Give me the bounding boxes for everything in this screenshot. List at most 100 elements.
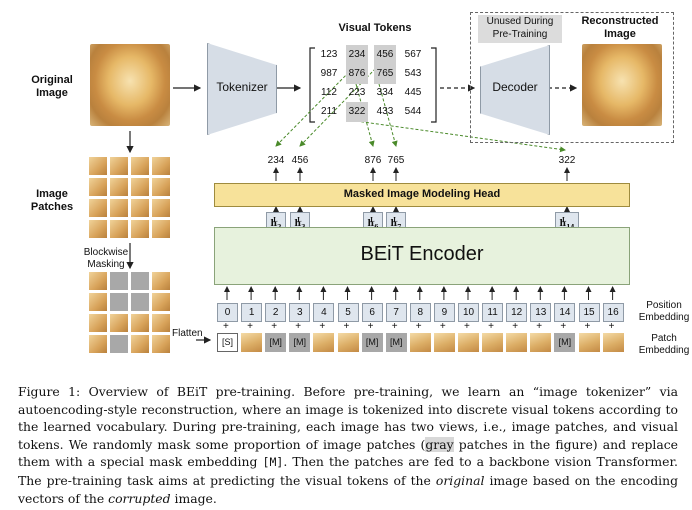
position-embedding: 1 [241, 303, 263, 322]
image-patch [110, 220, 128, 238]
encoder-label: BEiT Encoder [360, 243, 484, 265]
plus-sign: + [391, 321, 398, 332]
caption-part-2: patches in the figure) and replace them … [18, 436, 679, 470]
token-bracket-right [431, 47, 437, 123]
visual-token: 211 [321, 106, 337, 117]
image-patch [152, 335, 170, 353]
caption-mask-token: [M] [262, 455, 284, 470]
image-patch [152, 199, 170, 217]
visual-token: 234 [346, 45, 368, 65]
image-patch [89, 157, 107, 175]
mask-embedding: [M] [289, 333, 311, 352]
mask-embedding: [M] [554, 333, 576, 352]
special-token: [S] [217, 333, 238, 352]
predicted-token: 765 [387, 155, 405, 166]
label-unused: Unused During Pre-Training [478, 15, 562, 43]
image-patch [110, 157, 128, 175]
tokenizer-label: Tokenizer [216, 80, 268, 94]
predicted-token: 876 [364, 155, 382, 166]
green-arrow-456 [299, 64, 380, 147]
image-patch [152, 157, 170, 175]
label-visual-tokens: Visual Tokens [338, 22, 412, 34]
visual-token: 445 [404, 87, 422, 98]
mask-embedding: [M] [265, 333, 287, 352]
predicted-token: 456 [291, 155, 309, 166]
position-embedding: 11 [482, 303, 504, 322]
plus-sign: + [271, 321, 278, 332]
plus-sign: + [584, 321, 591, 332]
caption-part-1: Figure 1: Overview of BEiT pre-training.… [18, 384, 678, 452]
plus-sign: + [488, 321, 494, 332]
visual-token: 433 [376, 106, 394, 117]
position-embedding: 13 [530, 303, 552, 322]
image-patch [152, 314, 170, 332]
image-patch [89, 220, 107, 238]
position-embedding: 5 [337, 303, 359, 322]
visual-token: 567 [404, 49, 422, 60]
patch-embedding [409, 333, 431, 352]
plus-sign: + [295, 321, 302, 332]
plus-sign: + [415, 321, 422, 332]
patch-embedding [482, 333, 504, 352]
patch-embedding [602, 333, 624, 352]
visual-token: 876 [346, 64, 368, 84]
original-image [90, 44, 170, 126]
mim-head [214, 183, 630, 207]
image-patch [89, 178, 107, 196]
plus-sign: + [608, 321, 615, 332]
masked-patch [110, 272, 128, 290]
position-embedding: 2 [265, 303, 287, 322]
plus-sign: + [464, 321, 470, 332]
caption-original: original [435, 472, 485, 488]
position-embedding: 4 [313, 303, 335, 322]
position-embedding: 14 [554, 303, 576, 322]
decoder-label: Decoder [492, 80, 538, 94]
caption-part-5: image. [170, 490, 217, 506]
visual-token: 334 [376, 87, 394, 98]
position-embedding: 8 [409, 303, 431, 322]
image-patch [89, 272, 107, 290]
position-embedding: 12 [506, 303, 528, 322]
image-patch [152, 178, 170, 196]
image-patch [89, 293, 107, 311]
patch-embedding [313, 333, 335, 352]
beit-encoder [214, 227, 630, 285]
image-patch [152, 220, 170, 238]
plus-sign: + [367, 321, 374, 332]
caption-corrupted: corrupted [108, 490, 171, 506]
image-patch [110, 199, 128, 217]
plus-sign: + [536, 321, 543, 332]
image-patch [152, 293, 170, 311]
patch-embedding [530, 333, 552, 352]
image-patch [131, 157, 149, 175]
mim-head-label: Masked Image Modeling Head [343, 188, 501, 200]
visual-token: 322 [346, 102, 368, 122]
plus-sign: + [560, 321, 567, 332]
visual-token: 544 [404, 106, 422, 117]
connector-layer [126, 47, 616, 344]
visual-token: 987 [320, 68, 338, 79]
image-patch [131, 335, 149, 353]
plus-sign: + [247, 321, 253, 332]
predicted-token: 234 [267, 155, 285, 166]
reconstructed-image [582, 44, 662, 126]
masked-patches-grid [89, 272, 170, 354]
visual-token: 456 [374, 45, 396, 65]
image-patch [131, 178, 149, 196]
image-patch [131, 199, 149, 217]
patch-embedding [506, 333, 528, 352]
plus-sign: + [319, 321, 326, 332]
encoder-input-arrows [224, 286, 616, 300]
position-embedding: 6 [361, 303, 383, 322]
image-patch [89, 314, 107, 332]
image-patch [110, 178, 128, 196]
visual-token: 765 [374, 64, 396, 84]
caption-gray: gray [425, 436, 454, 452]
image-patch [110, 314, 128, 332]
label-image-patches: Image Patches [30, 188, 74, 213]
masked-patch [131, 272, 149, 290]
position-embedding: 9 [433, 303, 455, 322]
image-patch [89, 335, 107, 353]
label-blockwise-masking: Blockwise Masking [83, 247, 129, 270]
